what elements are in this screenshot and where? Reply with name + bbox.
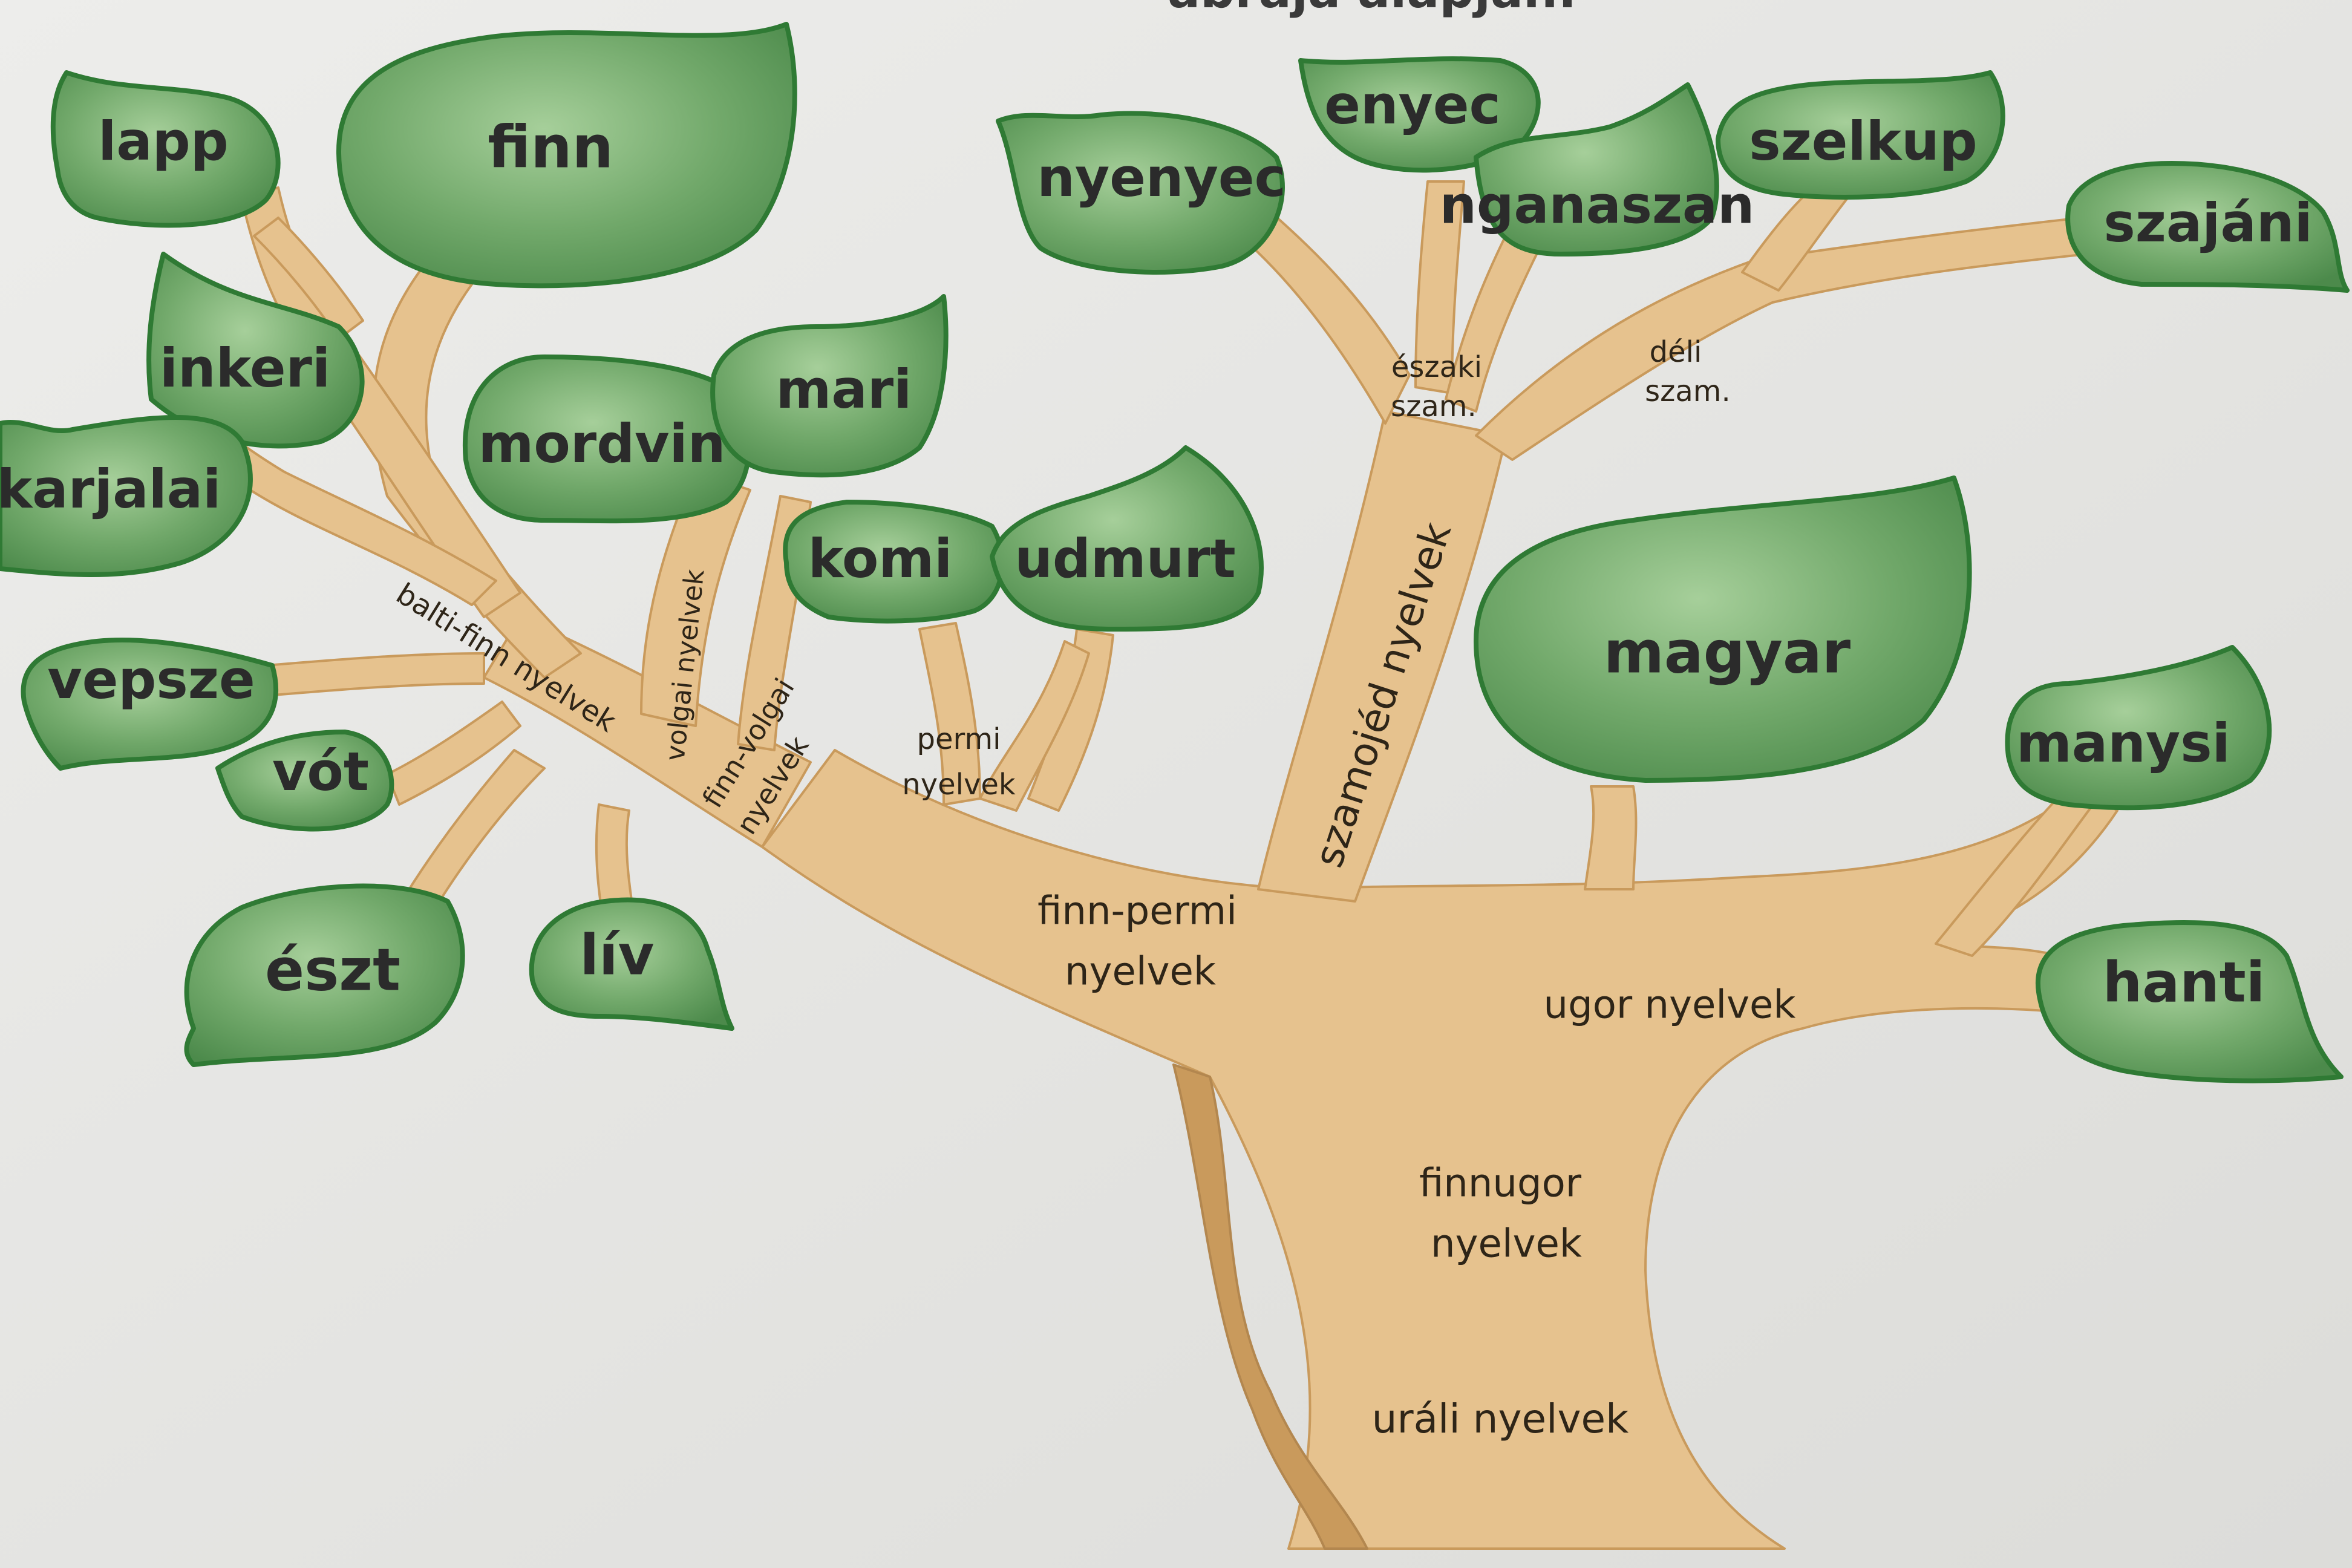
leaf-mordvin: mordvin: [479, 413, 726, 475]
leaf-udmurt: udmurt: [1014, 528, 1235, 590]
label-deli-szam-2: szam.: [1645, 374, 1731, 408]
leaf-mari: mari: [776, 358, 912, 420]
label-finnugor-1: finnugor: [1419, 1161, 1582, 1206]
leaf-shape-nyenyec: [996, 111, 1285, 275]
label-permi-2: nyelvek: [902, 768, 1016, 802]
leaf-shape-nganaszan: [1474, 82, 1719, 256]
leaf-szajani: szajáni: [2103, 192, 2312, 254]
leaves: [0, 22, 2350, 1083]
leaf-shape-inkeri: [146, 252, 365, 449]
leaf-shape-manysi: [2005, 645, 2272, 811]
label-finn-permi-2: nyelvek: [1065, 950, 1216, 995]
leaf-karjalai: karjalai: [0, 458, 221, 520]
label-ugor: ugor nyelvek: [1544, 983, 1796, 1028]
label-eszaki-szam-2: szam.: [1391, 390, 1477, 423]
label-deli-szam-1: déli: [1650, 335, 1702, 369]
leaf-nganaszan: nganaszan: [1440, 175, 1755, 235]
page-heading-fragment: ábrája alapján:: [1168, 0, 1577, 19]
label-urali: uráli nyelvek: [1372, 1396, 1630, 1442]
leaf-shape-karjalai: [0, 415, 253, 577]
leaf-finn: finn: [488, 113, 613, 181]
leaf-hanti: hanti: [2103, 950, 2265, 1014]
leaf-shape-liv: [529, 897, 734, 1031]
label-permi-1: permi: [917, 722, 1001, 756]
leaf-shape-lapp: [50, 70, 281, 228]
leaf-vepsze: vepsze: [47, 648, 255, 711]
leaf-shape-szelkup: [1716, 70, 2005, 200]
leaf-nyenyec: nyenyec: [1037, 146, 1286, 209]
leaf-inkeri: inkeri: [160, 337, 330, 399]
leaf-magyar: magyar: [1604, 618, 1851, 686]
leaf-enyec: enyec: [1324, 74, 1501, 136]
leaf-shape-hanti: [2035, 920, 2344, 1083]
label-finn-permi-1: finn-permi: [1037, 889, 1237, 934]
leaf-komi: komi: [808, 528, 952, 590]
leaf-shape-szajani: [2065, 161, 2350, 293]
leaf-liv: lív: [580, 923, 654, 987]
leaf-shape-vepsze: [21, 638, 278, 771]
leaf-shape-finn: [336, 22, 797, 289]
leaf-lapp: lapp: [98, 110, 229, 172]
leaf-manysi: manysi: [2016, 712, 2230, 774]
leaf-vot: vót: [272, 740, 369, 803]
leaf-shape-magyar: [1474, 475, 1972, 783]
leaf-shape-vot: [215, 730, 394, 832]
leaf-szelkup: szelkup: [1749, 110, 1978, 172]
label-eszaki-szam-1: északi: [1391, 350, 1482, 384]
leaf-shape-eszt: [184, 883, 465, 1067]
tree-trunk-and-branches: [180, 174, 2118, 1550]
leaf-eszt: észt: [265, 936, 400, 1004]
leaf-shape-udmurt: [990, 445, 1264, 632]
leaf-labels: lapp finn inkeri karjalai vepsze vót ész…: [0, 74, 2313, 1014]
leaf-shape-mari: [710, 294, 949, 478]
label-finnugor-2: nyelvek: [1431, 1222, 1582, 1267]
